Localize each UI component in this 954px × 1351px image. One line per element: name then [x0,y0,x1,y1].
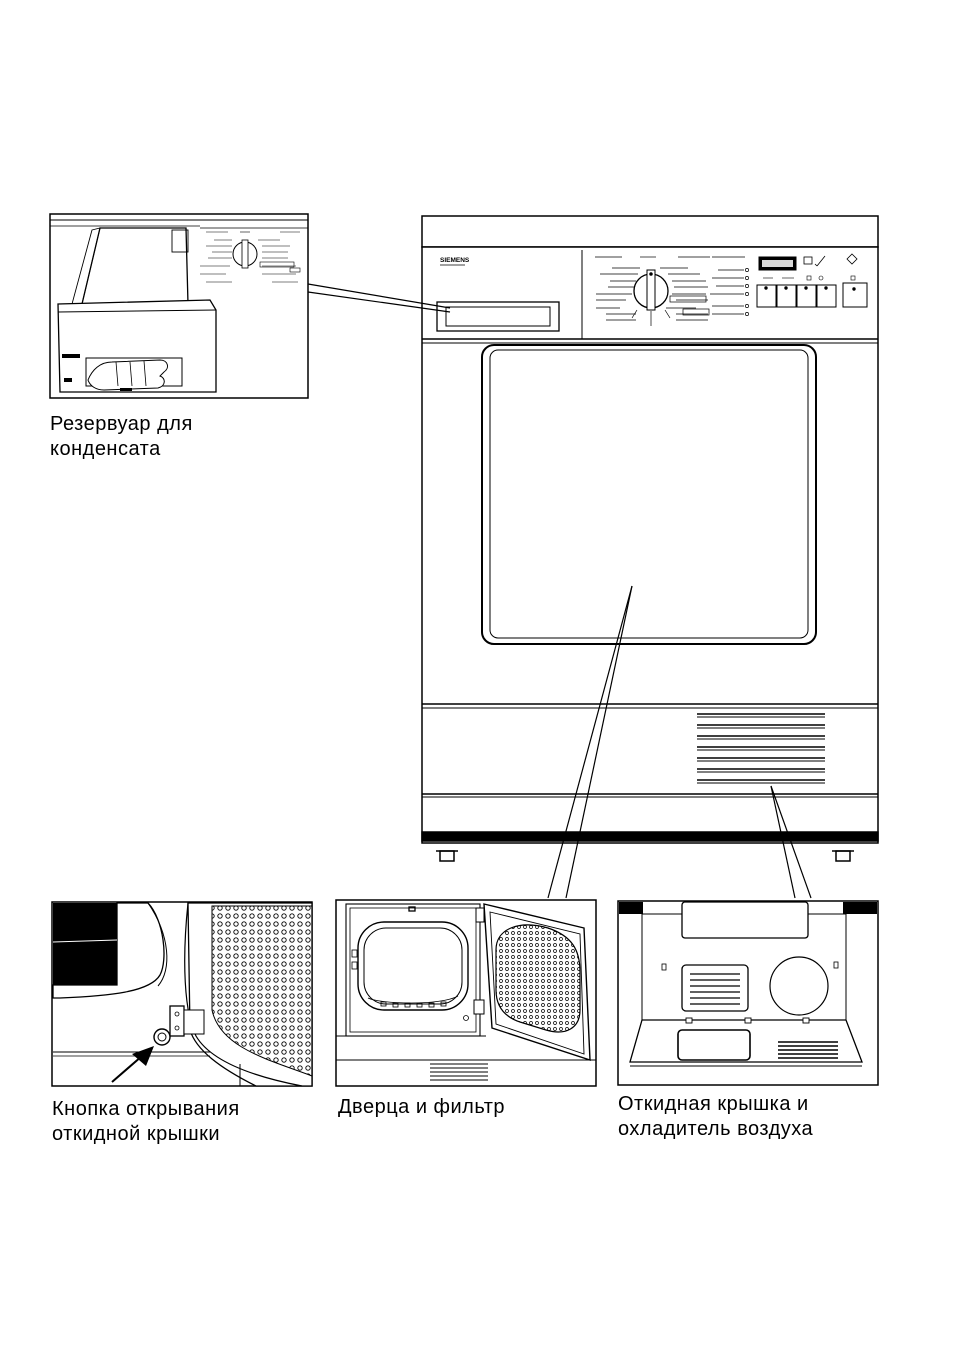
caption-condensate-tank: Резервуар для конденсата [50,412,193,462]
inset-flap-cooler [618,901,878,1085]
brand-logo: SIEMENS [440,257,470,264]
caption-line: Дверца и фильтр [338,1095,505,1120]
caption-line: охладитель воздуха [618,1117,813,1142]
inset-condensate-tank [50,214,308,398]
caption-door-filter: Дверца и фильтр [338,1095,505,1120]
dryer-foot-right [836,851,850,861]
inset-door-filter [336,900,596,1086]
caption-line: Кнопка открывания [52,1097,240,1122]
inset-flap-button [52,902,312,1086]
caption-line: Резервуар для [50,412,193,437]
caption-line: откидной крышки [52,1122,240,1147]
flap-release-button [154,1029,170,1045]
caption-flap-button: Кнопка открывания откидной крышки [52,1097,240,1147]
caption-line: Откидная крышка и [618,1092,813,1117]
dryer-front: SIEMENS [422,216,878,861]
dryer-top-panel [422,216,878,247]
drum-opening [358,922,468,1010]
dryer-foot-left [440,851,454,861]
door-filter [496,925,580,1032]
open-flap [630,1020,862,1062]
dryer-plinth [422,832,878,841]
pump-cover [770,957,828,1015]
caption-line: конденсата [50,437,193,462]
dryer-door [482,345,816,644]
caption-flap-cooler: Откидная крышка и охладитель воздуха [618,1092,813,1142]
